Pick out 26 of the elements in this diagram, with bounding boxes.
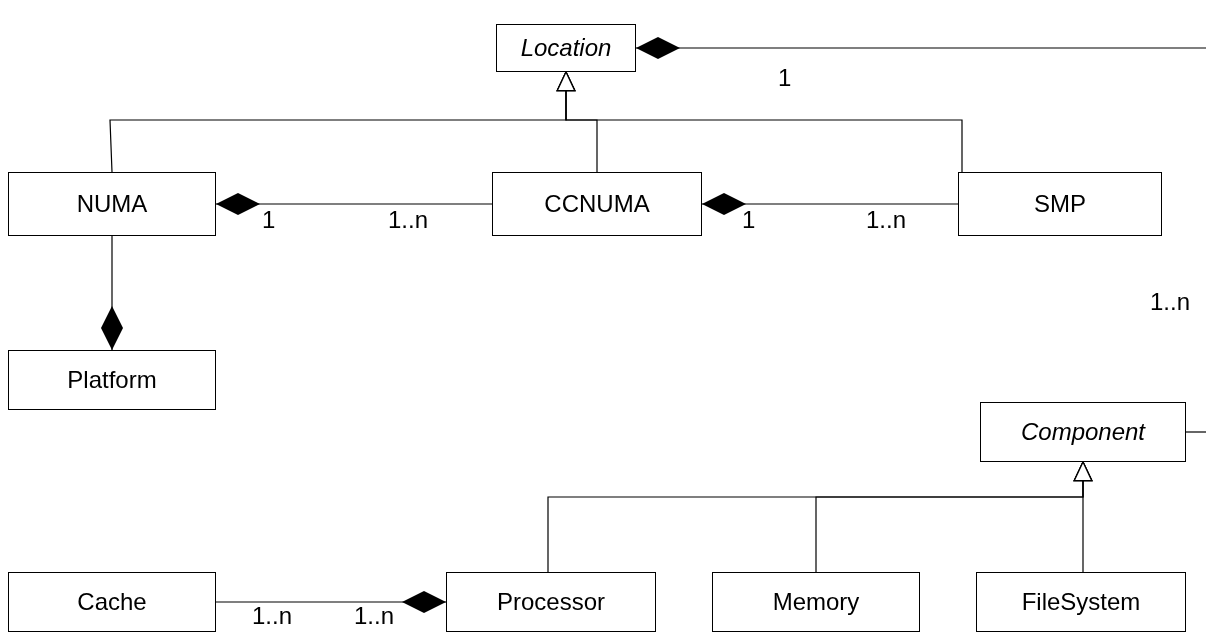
class-box: Component (980, 402, 1186, 462)
multiplicity-label: 1..n (388, 208, 429, 232)
class-box: Memory (712, 572, 920, 632)
composition-line (215, 591, 447, 613)
composition-line (701, 193, 959, 215)
association-line (1185, 431, 1206, 433)
composition-line (635, 37, 1206, 59)
multiplicity-label: 1 (262, 208, 276, 232)
multiplicity-label: 1 (778, 66, 792, 90)
class-box: NUMA (8, 172, 216, 236)
composition-line (101, 235, 123, 351)
multiplicity-label: 1..n (252, 604, 293, 628)
class-box: Processor (446, 572, 656, 632)
class-box: Location (496, 24, 636, 72)
multiplicity-label: 1..n (1150, 290, 1191, 314)
generalization-arrow (1073, 461, 1093, 573)
multiplicity-label: 1 (742, 208, 756, 232)
multiplicity-label: 1..n (354, 604, 395, 628)
class-box: FileSystem (976, 572, 1186, 632)
multiplicity-label: 1..n (866, 208, 907, 232)
class-box: Cache (8, 572, 216, 632)
class-box: CCNUMA (492, 172, 702, 236)
generalization-arrow (556, 71, 963, 173)
class-box: Platform (8, 350, 216, 410)
composition-line (215, 193, 493, 215)
class-box: SMP (958, 172, 1162, 236)
